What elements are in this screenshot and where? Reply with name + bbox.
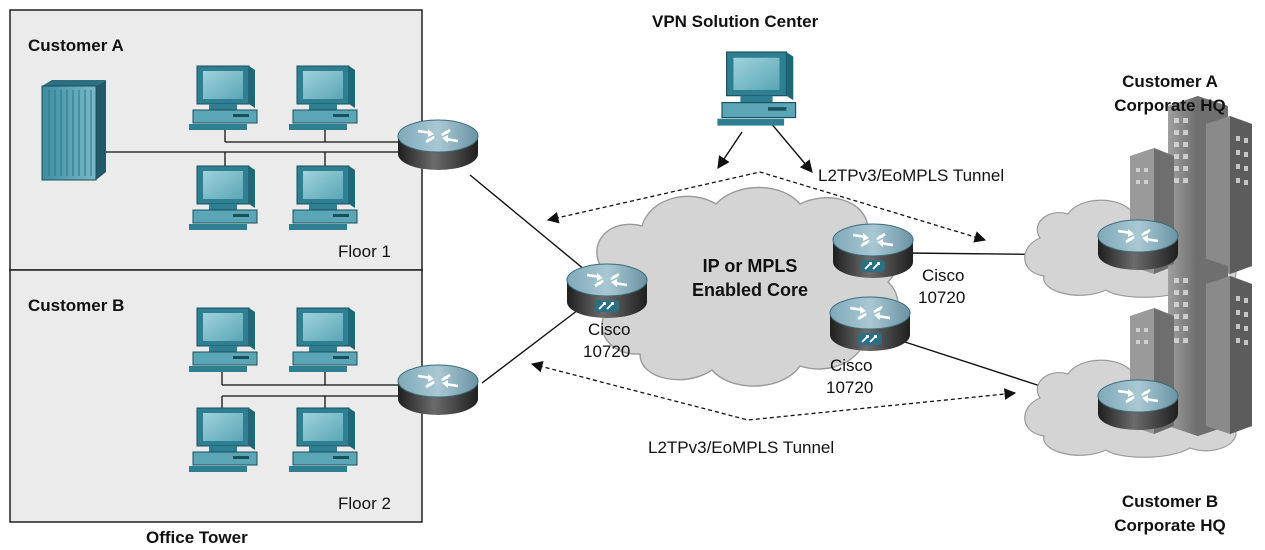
tunnels [530, 171, 1017, 421]
customer-a-lan [105, 128, 400, 166]
computer-icon [188, 407, 258, 473]
tunnel-bottom [530, 360, 1017, 421]
tunnel-bottom-label: L2TPv3/EoMPLS Tunnel [648, 438, 835, 457]
model-label-right-bottom: 10720 [826, 378, 874, 397]
cisco-label-left: Cisco [588, 320, 631, 339]
tunnel-top-label: L2TPv3/EoMPLS Tunnel [818, 166, 1005, 185]
floor-2-label: Floor 2 [338, 494, 391, 513]
cisco-label-right-top: Cisco [922, 266, 965, 285]
computer-icon [288, 65, 358, 131]
hq-a-label-line1: Customer A [1122, 72, 1218, 91]
customer-b-hq [1024, 256, 1252, 458]
computer-icon [188, 307, 258, 373]
customer-b-label: Customer B [28, 296, 125, 315]
office-tower [9, 9, 423, 523]
core-label-line1: IP or MPLS [702, 256, 798, 276]
model-label-left: 10720 [583, 342, 631, 361]
router-icon [1096, 378, 1180, 432]
customer-a-label: Customer A [28, 36, 124, 55]
computer-icon [188, 65, 258, 131]
router-icon [396, 118, 480, 172]
router-icon [1096, 218, 1180, 272]
computer-icon [188, 165, 258, 231]
customer-b-lan [221, 372, 400, 410]
computer-icon [288, 407, 358, 473]
computer-icon [288, 307, 358, 373]
computer-icon [288, 165, 358, 231]
cisco-10720-router-icon [828, 295, 912, 353]
cisco-label-right-bottom: Cisco [830, 356, 873, 375]
cisco-10720-router-icon [565, 262, 649, 320]
core-label-line2: Enabled Core [691, 280, 809, 300]
model-label-right-top: 10720 [918, 288, 966, 307]
vpn-solution-center-label: VPN Solution Center [652, 12, 819, 31]
tunnel-top [546, 171, 987, 243]
hq-b-label-line2: Corporate HQ [1114, 516, 1226, 535]
floor-1-label: Floor 1 [338, 242, 391, 261]
server-icon [41, 80, 106, 181]
office-tower-label: Office Tower [146, 528, 248, 547]
hq-a-label-line2: Corporate HQ [1114, 96, 1226, 115]
router-icon [396, 363, 480, 417]
hq-b-label-line1: Customer B [1121, 492, 1219, 511]
computer-icon [716, 51, 797, 127]
cisco-10720-router-icon [831, 222, 915, 280]
